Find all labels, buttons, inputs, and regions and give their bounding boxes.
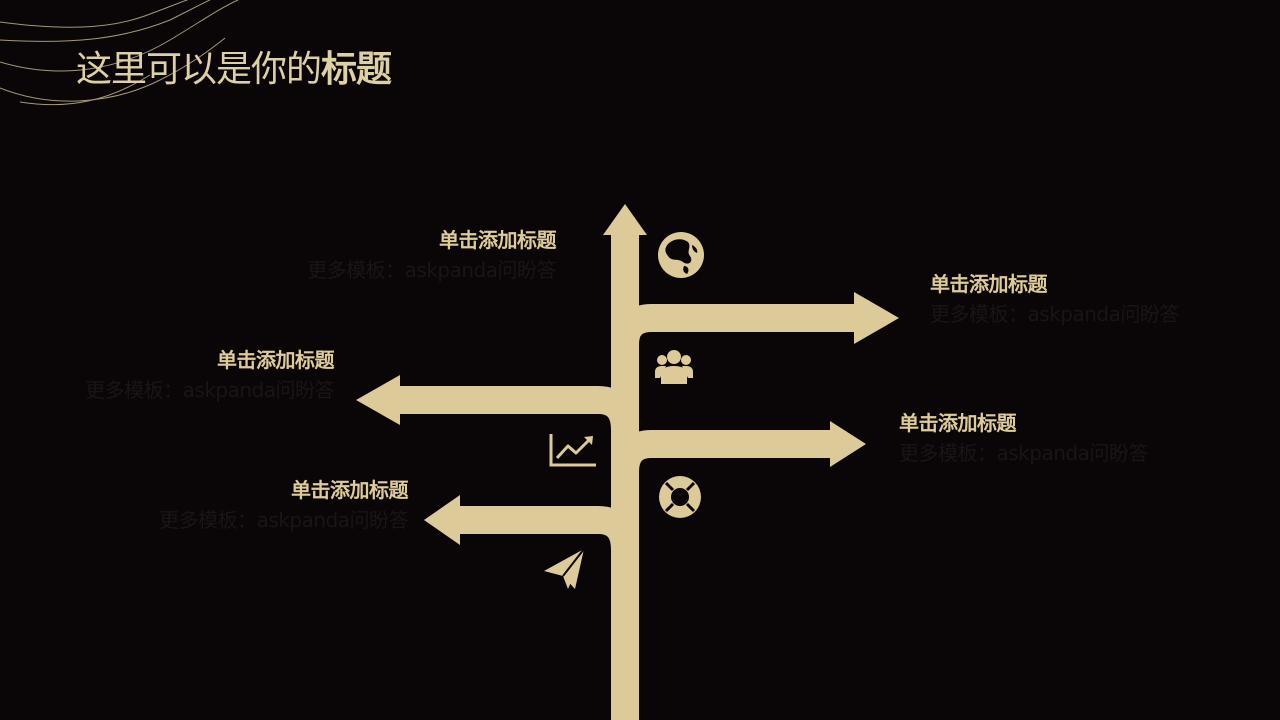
arrowhead-left-1 <box>356 375 400 425</box>
branch-item-desc[interactable]: 更多模板：askpanda问盼答 <box>899 441 1148 465</box>
branch-item-desc[interactable]: 更多模板：askpanda问盼答 <box>307 258 556 282</box>
branch-item-title[interactable]: 单击添加标题 <box>439 228 557 252</box>
branch-item-desc[interactable]: 更多模板：askpanda问盼答 <box>85 378 334 402</box>
branch-item-title[interactable]: 单击添加标题 <box>217 348 335 372</box>
users-icon <box>655 350 693 384</box>
trend-chart-icon <box>549 434 596 467</box>
arrowhead-up <box>603 204 647 235</box>
branch-item-2: 单击添加标题 更多模板：askpanda问盼答 <box>930 270 1190 329</box>
branch-item-desc[interactable]: 更多模板：askpanda问盼答 <box>930 302 1179 326</box>
branch-line-right-1 <box>611 304 856 359</box>
branch-item-5: 单击添加标题 更多模板：askpanda问盼答 <box>108 476 408 535</box>
globe-icon <box>658 232 704 278</box>
arrowhead-right-2 <box>830 421 866 467</box>
lifebuoy-icon <box>659 476 701 518</box>
branch-item-1: 单击添加标题 更多模板：askpanda问盼答 <box>256 226 556 285</box>
page-title: 这里可以是你的标题 <box>76 49 392 90</box>
arrowhead-left-2 <box>424 495 460 545</box>
paper-plane-icon <box>544 548 585 589</box>
branch-item-title[interactable]: 单击添加标题 <box>899 411 1017 435</box>
branch-item-title[interactable]: 单击添加标题 <box>930 272 1048 296</box>
branch-item-desc[interactable]: 更多模板：askpanda问盼答 <box>159 508 408 532</box>
branch-line-left-2 <box>460 506 639 565</box>
branch-line-left-1 <box>398 386 639 450</box>
branch-item-3: 单击添加标题 更多模板：askpanda问盼答 <box>34 346 334 405</box>
branch-item-title[interactable]: 单击添加标题 <box>291 478 409 502</box>
branch-item-4: 单击添加标题 更多模板：askpanda问盼答 <box>899 409 1159 468</box>
arrowhead-right-1 <box>854 292 899 344</box>
branch-line-right-2 <box>611 430 832 486</box>
